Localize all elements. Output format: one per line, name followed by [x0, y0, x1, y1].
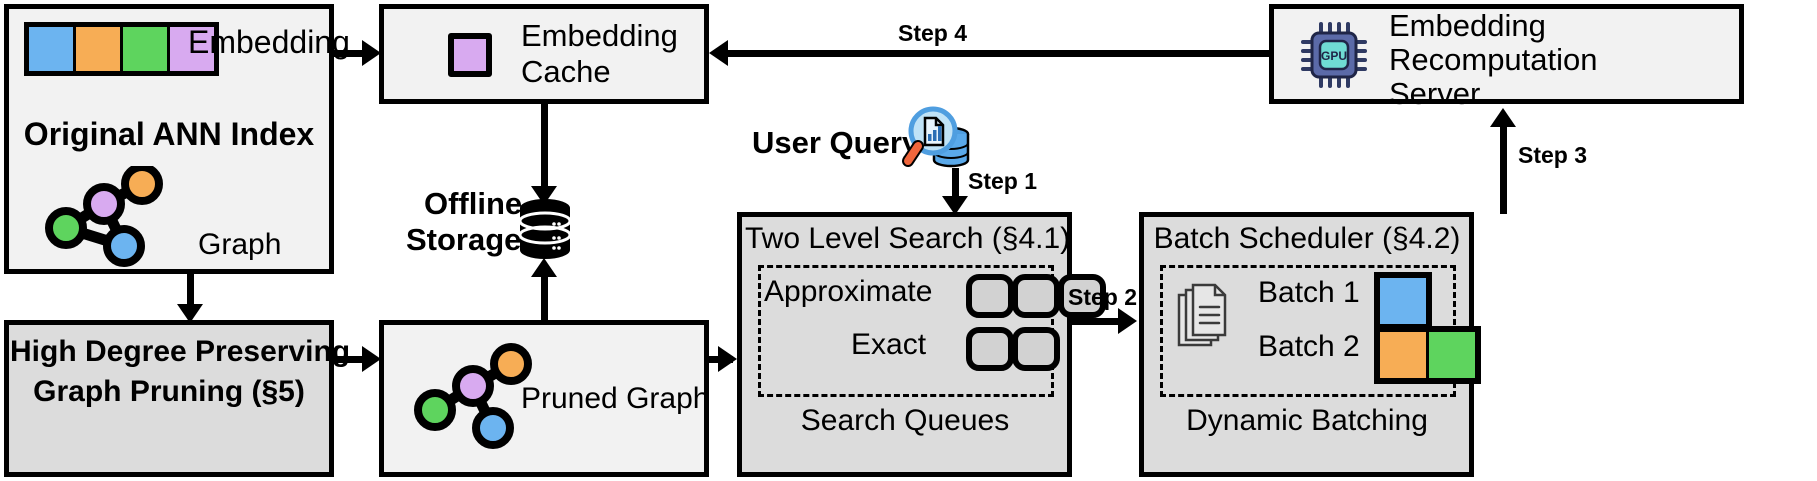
- embedding-swatch-green: [123, 27, 170, 71]
- step4-label: Step 4: [898, 20, 968, 46]
- exact-queue-label: Exact: [851, 328, 927, 361]
- step1-label: Step 1: [968, 168, 1038, 194]
- step3-label: Step 3: [1518, 142, 1588, 168]
- two-level-search-title: Two Level Search (§4.1): [745, 222, 1071, 255]
- exact-queue-cells: [966, 327, 1060, 371]
- arrow-index-to-cache-head: [362, 40, 381, 66]
- pruned-graph-label: Pruned Graph: [521, 382, 710, 415]
- arrow-pruning-to-pruned-line: [334, 356, 368, 363]
- arrow-index-to-cache-line: [334, 50, 368, 57]
- batch-scheduler-title: Batch Scheduler (§4.2): [1153, 222, 1461, 255]
- pruned-graph-icon: [414, 343, 532, 449]
- arrow-step2-line: [1072, 318, 1124, 325]
- arrow-step2-head: [1118, 308, 1137, 334]
- arrow-pruned-to-storage-line: [541, 276, 548, 320]
- arrow-step1-head: [942, 196, 968, 215]
- graph-pruning-line2: Graph Pruning (§5): [33, 375, 305, 408]
- offline-storage-label-line1: Offline: [424, 186, 523, 221]
- arrow-step3-line: [1500, 126, 1507, 214]
- batch-2-swatches: [1374, 326, 1481, 384]
- arrow-step3-head: [1490, 108, 1516, 127]
- approximate-queue-label: Approximate: [764, 275, 933, 308]
- arrow-pruned-to-storage-head: [531, 258, 557, 277]
- magnifier-document-database-icon: [902, 106, 970, 168]
- arrow-step4-head: [709, 40, 728, 66]
- arrow-cache-to-storage-line: [541, 104, 548, 190]
- batch-swatch-orange: [1380, 332, 1429, 378]
- arrow-step1-line: [952, 168, 959, 204]
- recomputation-server-title-line3: Server: [1389, 76, 1481, 111]
- arrow-pruning-to-pruned-head: [362, 346, 381, 372]
- batch-swatch-blue: [1380, 278, 1426, 324]
- embedding-cache-title-line2: Cache: [521, 54, 611, 89]
- svg-text:GPU: GPU: [1321, 49, 1347, 63]
- documents-stack-icon: [1177, 283, 1227, 347]
- batch-swatch-green: [1429, 332, 1475, 378]
- queue-cell: [1012, 327, 1060, 371]
- graph-pruning-line1: High Degree Preserving: [10, 335, 351, 368]
- embedding-label: Embedding: [188, 24, 350, 60]
- embedding-swatch-strip: [24, 22, 219, 76]
- embedding-swatch-purple: [170, 27, 214, 71]
- original-index-graph-icon: [45, 166, 163, 267]
- embedding-swatch-orange: [76, 27, 123, 71]
- embedding-swatch-blue: [29, 27, 76, 71]
- original-ann-index-title: Original ANN Index: [23, 116, 315, 152]
- arrow-pruned-to-search-head: [718, 346, 737, 372]
- approximate-queue-cells: [966, 274, 1106, 318]
- arrow-index-to-pruning-line: [187, 274, 194, 308]
- graph-label: Graph: [198, 228, 282, 261]
- recomputation-server-title-line2: Recomputation: [1389, 42, 1598, 77]
- search-queues-footer: Search Queues: [800, 404, 1010, 437]
- gpu-chip-icon: GPU: [1301, 22, 1367, 88]
- queue-cell: [966, 327, 1014, 371]
- embedding-cache-chip-icon: [448, 33, 492, 77]
- queue-cell: [1012, 274, 1060, 318]
- batch-1-label: Batch 1: [1258, 276, 1360, 309]
- embedding-cache-title-line1: Embedding: [521, 18, 678, 53]
- graph-pruning-box: [4, 320, 334, 477]
- recomputation-server-title-line1: Embedding: [1389, 8, 1546, 43]
- arrow-step4-line: [728, 50, 1270, 57]
- embedding-cache-box: [379, 4, 709, 104]
- queue-cell: [1058, 274, 1106, 318]
- step2-label: Step 2: [1068, 284, 1138, 310]
- database-cylinder-icon: [518, 199, 572, 259]
- offline-storage-label-line2: Storage: [406, 222, 522, 257]
- batch-1-swatches: [1374, 272, 1432, 330]
- queue-cell: [966, 274, 1014, 318]
- batch-2-label: Batch 2: [1258, 330, 1360, 363]
- dynamic-batching-footer: Dynamic Batching: [1186, 404, 1428, 437]
- arrow-index-to-pruning-head: [177, 304, 203, 323]
- user-query-label: User Query: [752, 125, 920, 160]
